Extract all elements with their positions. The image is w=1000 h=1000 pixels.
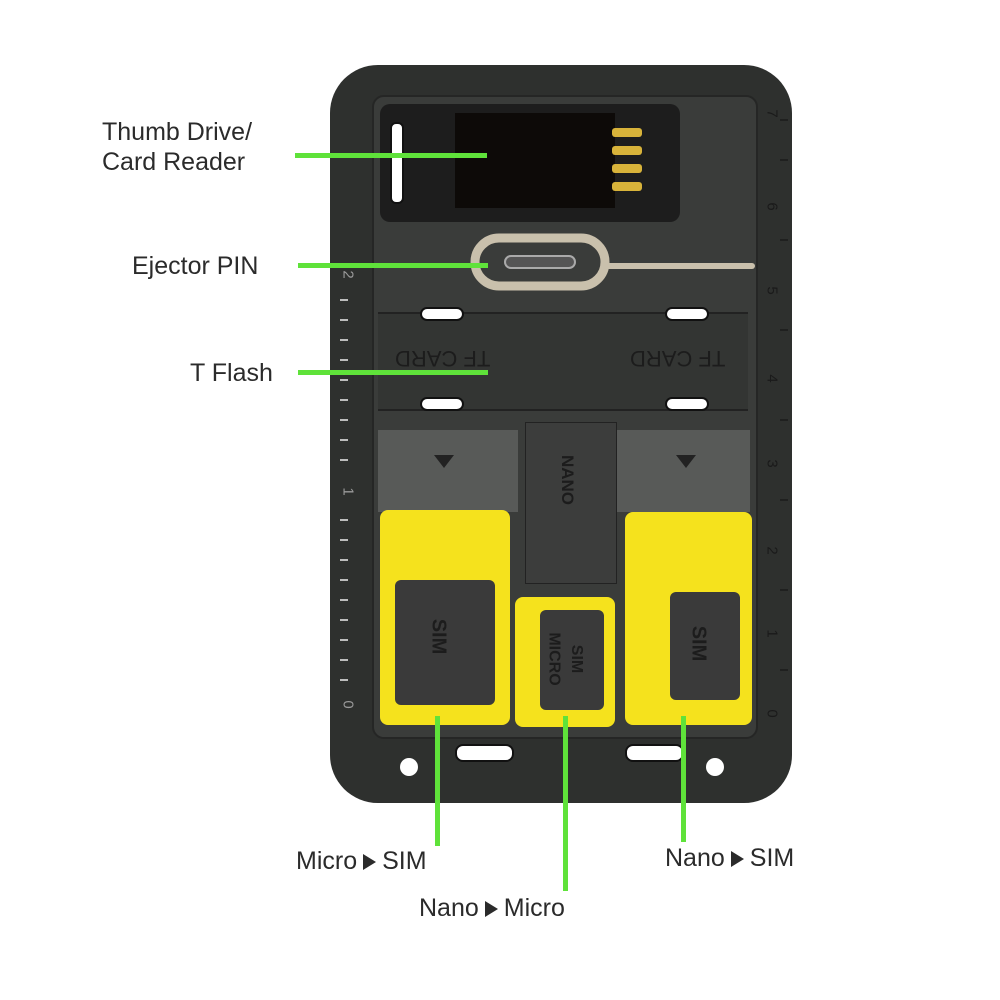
label-to: SIM <box>749 844 795 872</box>
label-thumb-drive: Thumb Drive/ Card Reader <box>102 117 252 177</box>
label-to: Micro <box>503 894 565 922</box>
ejector-pin <box>470 233 755 291</box>
adapter-tab-right <box>616 430 750 512</box>
label-micro-sim: Micro SIM <box>296 846 427 876</box>
right-arrow-icon <box>363 854 377 871</box>
clip-slot <box>420 307 464 321</box>
notch <box>400 758 418 776</box>
label-line: Card Reader <box>102 148 246 176</box>
tf-card-left-text: TF CARD <box>395 346 491 371</box>
label-t-flash: T Flash <box>190 359 273 387</box>
label-line: Thumb Drive/ <box>102 118 253 146</box>
callout-line-micro-sim <box>435 716 440 846</box>
label-from: Micro <box>296 847 358 875</box>
label-from: Nano <box>665 844 725 872</box>
sim-text-right: SIM <box>687 625 710 662</box>
clip-slot <box>420 397 464 411</box>
notch <box>706 758 724 776</box>
callout-line-thumb-drive <box>295 153 487 158</box>
adapter-tab-left <box>378 430 518 512</box>
label-to: SIM <box>382 847 427 875</box>
down-triangle-icon <box>434 455 454 468</box>
tf-card-right-text: TF CARD <box>630 346 726 371</box>
nano-text: NANO <box>558 454 578 506</box>
callout-line-nano-sim <box>681 716 686 842</box>
sim-text-left: SIM <box>427 618 450 655</box>
micro-sim-chip <box>540 610 604 710</box>
callout-line-ejector-pin <box>298 263 488 268</box>
callout-line-t-flash <box>298 370 488 375</box>
clip-slot <box>665 397 709 411</box>
clip-slot <box>665 307 709 321</box>
bottom-slot <box>625 744 684 762</box>
micro-sim-text: SIM <box>568 644 586 674</box>
lanyard-hole <box>390 122 404 204</box>
label-ejector-pin: Ejector PIN <box>132 252 259 280</box>
sim-chip <box>395 580 495 705</box>
nano-sim-chip <box>670 592 740 700</box>
tf-card-slots <box>378 312 748 411</box>
label-from: Nano <box>419 894 479 922</box>
down-triangle-icon <box>676 455 696 468</box>
callout-line-nano-micro <box>563 716 568 891</box>
micro-text: MICRO <box>545 632 563 686</box>
card-reader-board <box>455 113 615 208</box>
label-nano-micro: Nano Micro <box>419 893 565 923</box>
nano-adapter <box>525 422 617 584</box>
right-arrow-icon <box>484 901 498 918</box>
right-arrow-icon <box>730 851 744 868</box>
bottom-slot <box>455 744 514 762</box>
label-nano-sim: Nano SIM <box>665 843 794 873</box>
